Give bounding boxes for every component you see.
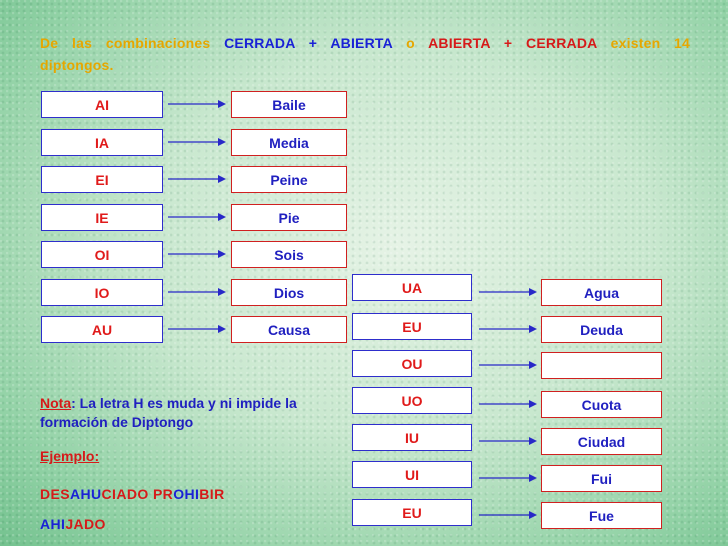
example-word-box: Cuota bbox=[541, 391, 662, 418]
diphthong-box: IU bbox=[352, 424, 472, 451]
arrow-icon bbox=[479, 325, 537, 333]
intro-part2: existen 14 diptongos. bbox=[40, 35, 691, 73]
diphthong-box: IE bbox=[41, 204, 163, 231]
arrow-icon bbox=[168, 175, 226, 183]
arrow-icon bbox=[168, 213, 226, 221]
word1-seg-5: BIR bbox=[199, 486, 225, 502]
diphthong-box: EU bbox=[352, 313, 472, 340]
intro-cerrada-abierta: CERRADA + ABIERTA bbox=[224, 35, 393, 51]
intro-abierta-cerrada: ABIERTA + CERRADA bbox=[428, 35, 597, 51]
example-word-box: Peine bbox=[231, 166, 347, 193]
arrow-icon bbox=[479, 400, 537, 408]
arrow-icon bbox=[168, 288, 226, 296]
diphthong-box: IA bbox=[41, 129, 163, 156]
example-word-box: Sois bbox=[231, 241, 347, 268]
diphthong-box: OU bbox=[352, 350, 472, 377]
example-word-box: Pie bbox=[231, 204, 347, 231]
word1-seg-2: CIADO bbox=[101, 486, 149, 502]
diphthong-box: IO bbox=[41, 279, 163, 306]
example-word-box: Agua bbox=[541, 279, 662, 306]
example-word-box: Dios bbox=[231, 279, 347, 306]
diphthong-box: EI bbox=[41, 166, 163, 193]
note-label: Nota bbox=[40, 395, 72, 411]
example-word-box: Fue bbox=[541, 502, 662, 529]
word2-seg-0: AHI bbox=[40, 516, 66, 532]
arrow-icon bbox=[168, 100, 226, 108]
diphthong-box: OI bbox=[41, 241, 163, 268]
diphthong-box: UO bbox=[352, 387, 472, 414]
word1-seg-3: PR bbox=[148, 486, 174, 502]
example-word-ahijado: AHIJADO bbox=[40, 516, 106, 532]
example-word-box: Fui bbox=[541, 465, 662, 492]
example-word-box: Ciudad bbox=[541, 428, 662, 455]
arrow-icon bbox=[479, 437, 537, 445]
example-word-box: Causa bbox=[231, 316, 347, 343]
example-word-box: Deuda bbox=[541, 316, 662, 343]
diphthong-box: AI bbox=[41, 91, 163, 118]
example-label: Ejemplo: bbox=[40, 448, 100, 464]
intro-text: De las combinaciones CERRADA + ABIERTA o… bbox=[40, 32, 690, 76]
example-word-box: Baile bbox=[231, 91, 347, 118]
intro-or: o bbox=[406, 35, 415, 51]
arrow-icon bbox=[479, 474, 537, 482]
diphthong-box: AU bbox=[41, 316, 163, 343]
intro-part1: De las combinaciones bbox=[40, 35, 211, 51]
note-body: : La letra H es muda y ni impide la form… bbox=[40, 395, 297, 430]
arrow-icon bbox=[168, 325, 226, 333]
word1-seg-1: AHU bbox=[70, 486, 102, 502]
arrow-icon bbox=[168, 250, 226, 258]
diphthong-box: EU bbox=[352, 499, 472, 526]
arrow-icon bbox=[479, 288, 537, 296]
word2-seg-1: JADO bbox=[65, 516, 106, 532]
example-word-box bbox=[541, 352, 662, 379]
arrow-icon bbox=[479, 511, 537, 519]
arrow-icon bbox=[168, 138, 226, 146]
word1-seg-0: DES bbox=[40, 486, 70, 502]
diphthong-box: UI bbox=[352, 461, 472, 488]
diphthong-box: UA bbox=[352, 274, 472, 301]
word1-seg-4: OHI bbox=[173, 486, 200, 502]
note-text: Nota: La letra H es muda y ni impide la … bbox=[40, 394, 340, 432]
example-word-box: Media bbox=[231, 129, 347, 156]
example-word-desahuciado-prohibir: DESAHUCIADO PROHIBIR bbox=[40, 486, 225, 502]
arrow-icon bbox=[479, 361, 537, 369]
